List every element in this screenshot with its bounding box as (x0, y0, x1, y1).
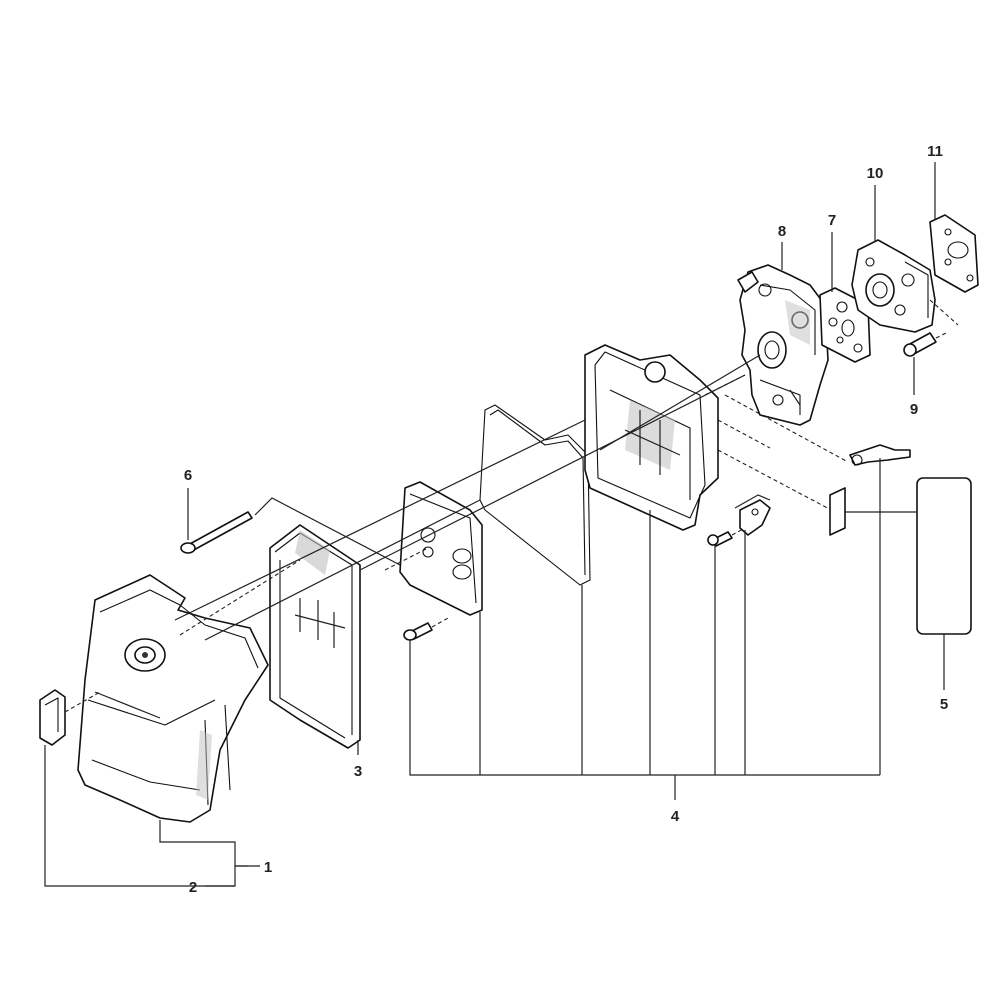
leader-lines (44, 162, 945, 887)
callout-5: 5 (940, 696, 948, 713)
callout-10: 10 (867, 165, 884, 182)
choke-lever (724, 394, 911, 466)
intake-adapter (851, 239, 959, 333)
callout-3: 3 (354, 763, 362, 780)
callout-6: 6 (184, 467, 192, 484)
cover-knob (39, 689, 101, 746)
base-screw (707, 527, 746, 547)
long-bolt (180, 497, 401, 566)
filter-screw (403, 616, 451, 641)
clip (829, 487, 846, 536)
callout-4: 4 (671, 808, 680, 825)
callout-8: 8 (778, 223, 786, 240)
filter-base-housing (584, 344, 836, 531)
seal-ring (479, 404, 591, 586)
callout-9: 9 (910, 401, 918, 418)
filter-gasket-plate (384, 481, 483, 616)
air-filter (179, 524, 361, 749)
nut (903, 331, 949, 357)
callout-7: 7 (828, 212, 836, 229)
assembly-axis-lines (174, 354, 761, 641)
callout-2: 2 (189, 879, 197, 896)
callout-1: 1 (264, 859, 272, 876)
intake-gasket (929, 214, 979, 293)
bracket (734, 494, 771, 536)
carburetor (737, 264, 829, 426)
instruction-label (916, 477, 972, 635)
callout-11: 11 (927, 143, 943, 160)
air-filter-cover (77, 574, 269, 823)
